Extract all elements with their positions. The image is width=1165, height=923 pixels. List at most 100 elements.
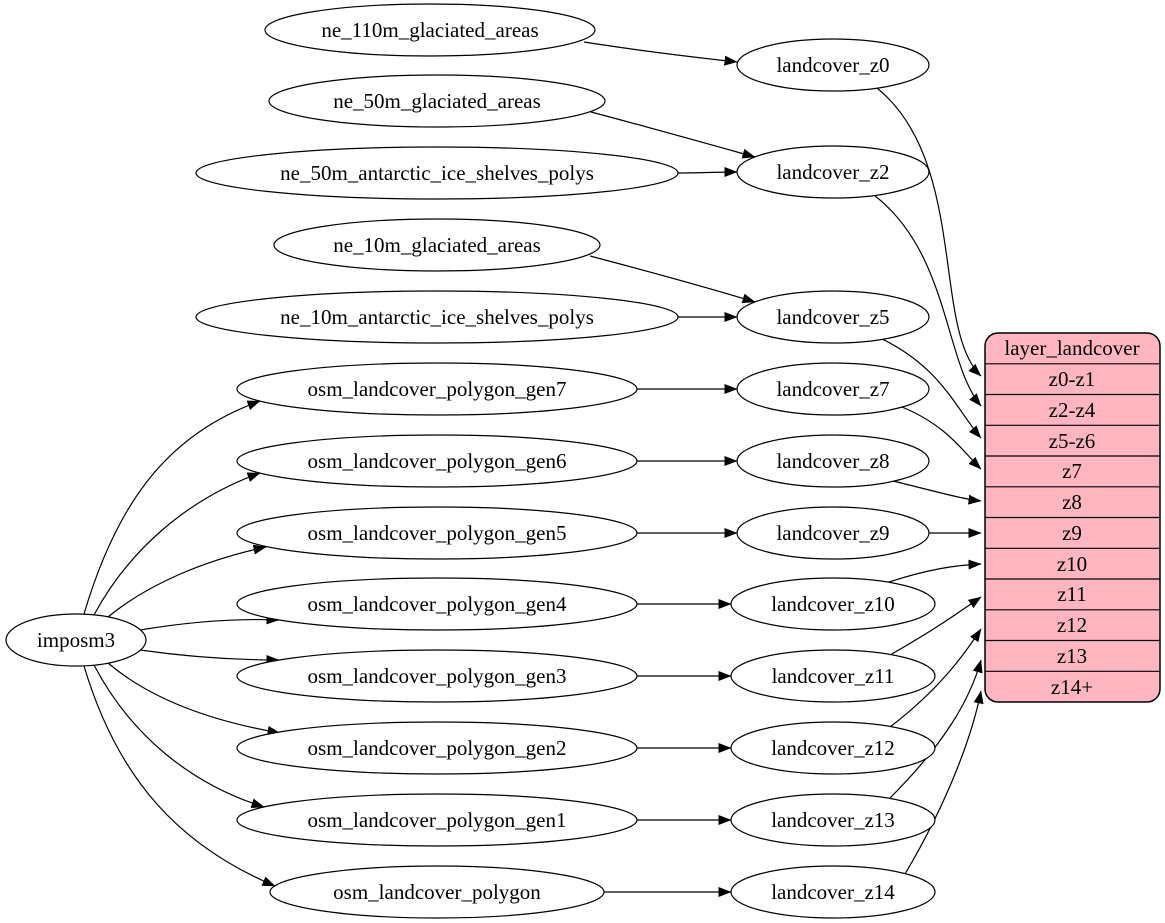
edge-imposm3-polygon (83, 665, 276, 887)
node-landcover-z12-shape (730, 721, 936, 775)
record-row-z2-z4: z2-z4 (1049, 398, 1096, 422)
node-ne-10m-glaciated-areas: ne_10m_glaciated_areas (273, 218, 601, 272)
node-landcover-z12: landcover_z12 (730, 721, 936, 775)
record-layer-landcover: layer_landcover z0-z1 z2-z4 z5-z6 z7 z8 … (984, 332, 1161, 703)
node-landcover-z8: landcover_z8 (736, 434, 930, 488)
record-row-z0-z1: z0-z1 (1049, 367, 1096, 391)
edge-imposm3-gen2 (107, 662, 281, 736)
node-osm-landcover-polygon-gen4-label: osm_landcover_polygon_gen4 (308, 592, 567, 616)
node-landcover-z14-shape (730, 865, 936, 919)
node-imposm3-shape (5, 613, 147, 667)
node-osm-landcover-polygon-gen1-shape (236, 793, 638, 847)
node-ne-50m-antarctic-ice-shelves-polys: ne_50m_antarctic_ice_shelves_polys (195, 146, 679, 200)
node-osm-landcover-polygon-gen2-shape (236, 721, 638, 775)
edge-z5-row-z5z6 (881, 338, 982, 439)
node-osm-landcover-polygon-shape (269, 865, 605, 919)
node-landcover-z10-label: landcover_z10 (771, 592, 895, 616)
node-osm-landcover-polygon-gen5-label: osm_landcover_polygon_gen5 (308, 521, 567, 545)
node-landcover-z5: landcover_z5 (736, 290, 930, 344)
edge-z12-row-z12 (889, 628, 982, 728)
node-osm-landcover-polygon-gen4: osm_landcover_polygon_gen4 (236, 577, 638, 631)
node-ne-10m-antarctic-ice-shelves-polys: ne_10m_antarctic_ice_shelves_polys (195, 290, 679, 344)
node-landcover-z7: landcover_z7 (736, 362, 930, 416)
node-landcover-z8-label: landcover_z8 (776, 449, 889, 473)
record-row-z14: z14+ (1051, 675, 1093, 699)
node-landcover-z11-shape (730, 649, 936, 703)
node-landcover-z11-label: landcover_z11 (772, 664, 895, 688)
node-landcover-z12-label: landcover_z12 (771, 736, 895, 760)
node-osm-landcover-polygon-gen3: osm_landcover_polygon_gen3 (236, 649, 638, 703)
node-ne-10m-antarctic-ice-shelves-polys-shape (195, 290, 679, 344)
record-title: layer_landcover (1004, 336, 1139, 360)
node-ne-110m-glaciated-areas-label: ne_110m_glaciated_areas (321, 18, 538, 42)
node-ne-50m-antarctic-ice-shelves-polys-shape (195, 146, 679, 200)
node-landcover-z13-label: landcover_z13 (771, 808, 895, 832)
node-osm-landcover-polygon-gen7: osm_landcover_polygon_gen7 (236, 362, 638, 416)
node-landcover-z5-label: landcover_z5 (776, 305, 889, 329)
node-landcover-z2-label: landcover_z2 (776, 160, 889, 184)
node-osm-landcover-polygon-gen2: osm_landcover_polygon_gen2 (236, 721, 638, 775)
edge-z8-row-z8 (892, 480, 982, 505)
node-ne-50m-antarctic-ice-shelves-polys-label: ne_50m_antarctic_ice_shelves_polys (280, 161, 594, 185)
node-osm-landcover-polygon-gen1-label: osm_landcover_polygon_gen1 (308, 808, 567, 832)
node-osm-landcover-polygon-gen3-label: osm_landcover_polygon_gen3 (308, 664, 567, 688)
edge-ne50m-glaciated-z2 (590, 111, 756, 159)
node-layer: imposm3 ne_110m_glaciated_areas ne_50m_g… (5, 3, 936, 919)
edge-z14-row-z14 (904, 690, 984, 875)
edge-imposm3-gen6 (93, 472, 261, 616)
node-osm-landcover-polygon: osm_landcover_polygon (269, 865, 605, 919)
node-landcover-z8-shape (736, 434, 930, 488)
record-row-z7: z7 (1062, 459, 1082, 483)
record-row-z5-z6: z5-z6 (1049, 429, 1096, 453)
node-landcover-z9: landcover_z9 (736, 506, 930, 560)
node-landcover-z9-label: landcover_z9 (776, 521, 889, 545)
node-osm-landcover-polygon-gen4-shape (236, 577, 638, 631)
node-osm-landcover-polygon-gen7-label: osm_landcover_polygon_gen7 (308, 377, 567, 401)
edge-z2-row-z2z4 (873, 194, 982, 407)
edge-imposm3-gen7 (83, 400, 261, 615)
node-landcover-z2-shape (736, 145, 930, 199)
node-osm-landcover-polygon-gen3-shape (236, 649, 638, 703)
node-ne-10m-antarctic-ice-shelves-polys-label: ne_10m_antarctic_ice_shelves_polys (280, 305, 594, 329)
node-landcover-z0-shape (736, 38, 930, 92)
edge-imposm3-gen4 (139, 614, 280, 631)
edge-layer (83, 41, 984, 897)
node-imposm3: imposm3 (5, 613, 147, 667)
node-osm-landcover-polygon-gen1: osm_landcover_polygon_gen1 (236, 793, 638, 847)
node-ne-50m-glaciated-areas-label: ne_50m_glaciated_areas (333, 89, 541, 113)
node-landcover-z10: landcover_z10 (730, 577, 936, 631)
edge-imposm3-gen1 (93, 664, 265, 809)
edge-z7-row-z7 (901, 406, 982, 470)
node-osm-landcover-polygon-gen7-shape (236, 362, 638, 416)
node-imposm3-label: imposm3 (37, 628, 115, 652)
node-ne-10m-glaciated-areas-label: ne_10m_glaciated_areas (333, 233, 541, 257)
record-row-z13: z13 (1057, 644, 1087, 668)
node-landcover-z10-shape (730, 577, 936, 631)
node-landcover-z0-label: landcover_z0 (776, 53, 889, 77)
node-ne-110m-glaciated-areas: ne_110m_glaciated_areas (264, 3, 596, 57)
node-ne-110m-glaciated-areas-shape (264, 3, 596, 57)
node-osm-landcover-polygon-gen2-label: osm_landcover_polygon_gen2 (308, 736, 567, 760)
node-ne-50m-glaciated-areas-shape (268, 74, 606, 128)
node-ne-10m-glaciated-areas-shape (273, 218, 601, 272)
record-row-z12: z12 (1057, 613, 1087, 637)
node-landcover-z9-shape (736, 506, 930, 560)
record-row-z8: z8 (1062, 490, 1082, 514)
record-row-z10: z10 (1057, 552, 1087, 576)
node-osm-landcover-polygon-gen6-label: osm_landcover_polygon_gen6 (308, 449, 567, 473)
node-osm-landcover-polygon-gen5-shape (236, 506, 638, 560)
edge-z11-row-z11 (889, 596, 982, 656)
node-osm-landcover-polygon-gen6: osm_landcover_polygon_gen6 (236, 434, 638, 488)
record-row-z9: z9 (1062, 521, 1082, 545)
node-landcover-z11: landcover_z11 (730, 649, 936, 703)
edge-ne110m-z0 (583, 41, 738, 66)
edge-z13-row-z13 (889, 659, 983, 799)
node-landcover-z14-label: landcover_z14 (771, 880, 895, 904)
record-row-z11: z11 (1057, 582, 1087, 606)
edge-ne10m-glaciated-z5 (589, 255, 756, 304)
edge-imposm3-gen5 (107, 544, 267, 618)
node-osm-landcover-polygon-gen5: osm_landcover_polygon_gen5 (236, 506, 638, 560)
edge-ne50m-antarctic-z2 (677, 167, 738, 178)
